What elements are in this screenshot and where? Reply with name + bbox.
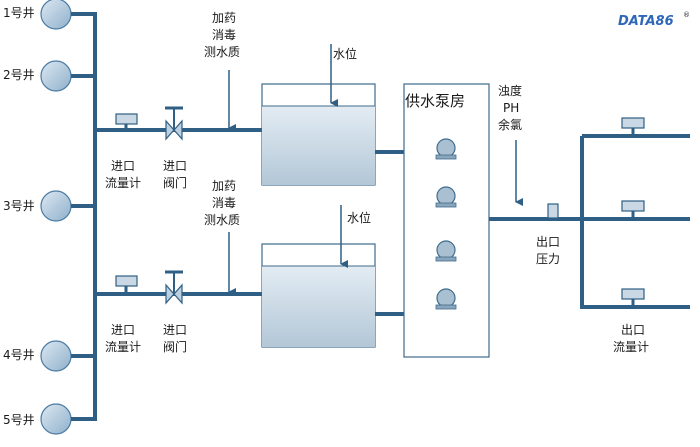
logo: DATA86 ® [618,11,690,29]
inlet-flowmeter-icon [115,113,138,130]
outlet-pressure-label-2: 压力 [536,252,560,266]
well-1: 1号井 [3,0,95,30]
well-5: 5号井 [3,403,95,435]
logo-text: DATA86 [618,14,674,29]
branch-top: 进口 流量计 进口 阀门 加药 消毒 测水质 水位 [95,11,404,190]
water-tank-top [261,83,376,186]
inlet-flowmeter-label-1: 进口 [111,159,135,173]
inlet-valve-label-2: 阀门 [163,339,187,354]
pump-icon [435,186,457,208]
inlet-valve-label-1: 进口 [163,323,187,337]
branch-bottom: 进口 流量计 进口 阀门 加药 消毒 测水质 水位 [95,179,404,354]
well-2: 2号井 [3,60,95,92]
quality-label-1: 浊度 [498,83,522,98]
pump-icon [435,288,457,310]
pump-house: 供水泵房 [403,83,490,358]
pump-house-label: 供水泵房 [405,92,465,110]
inlet-flowmeter-icon [115,275,138,294]
well-label: 3号井 [3,199,35,213]
dosing-label-3: 测水质 [204,45,240,59]
logo-registered-mark: ® [683,11,690,19]
outlet-flowmeter-label-2: 流量计 [613,340,649,354]
outlet-flowmeter-label-1: 出口 [621,323,645,337]
well-3: 3号井 [3,190,95,222]
inlet-valve-label-2: 阀门 [163,175,187,190]
level-label: 水位 [333,46,357,61]
level-label: 水位 [347,210,371,225]
outlet-flowmeter-icon [621,117,645,136]
inlet-valve-label-1: 进口 [163,159,187,173]
well-icon [40,403,72,435]
dosing-label-2: 消毒 [212,196,236,210]
pump-house-box [403,83,490,358]
wells: 1号井 2号井 3号井 4号井 5号井 [3,0,95,435]
well-label: 2号井 [3,68,35,82]
outlet-pressure-label-1: 出口 [536,235,560,249]
outlet-flowmeter-icon [621,200,645,219]
well-icon [40,0,72,30]
inlet-valve-icon [165,270,183,305]
well-4: 4号井 [3,340,95,372]
pressure-gauge-icon [547,203,559,219]
pump-icon [435,240,457,262]
well-label: 5号井 [3,413,35,427]
inlet-flowmeter-label-2: 流量计 [105,176,141,190]
inlet-valve-icon [165,106,183,141]
dosing-label-1: 加药 [212,179,236,193]
inlet-flowmeter-label-2: 流量计 [105,340,141,354]
pump-icon [435,138,457,160]
well-label: 1号井 [3,6,35,20]
well-label: 4号井 [3,348,35,362]
well-icon [40,190,72,222]
outlet-flowmeter-icon [621,288,645,307]
inlet-flowmeter-label-1: 进口 [111,323,135,337]
water-tank-bottom [261,243,376,348]
dosing-label-1: 加药 [212,11,236,25]
quality-label-2: PH [503,101,519,115]
dosing-label-3: 测水质 [204,213,240,227]
dosing-label-2: 消毒 [212,28,236,42]
quality-label-3: 余氯 [498,117,522,132]
well-icon [40,340,72,372]
outlet-section: 浊度 PH 余氯 出口 压力 出口 流量计 [489,83,690,354]
well-icon [40,60,72,92]
